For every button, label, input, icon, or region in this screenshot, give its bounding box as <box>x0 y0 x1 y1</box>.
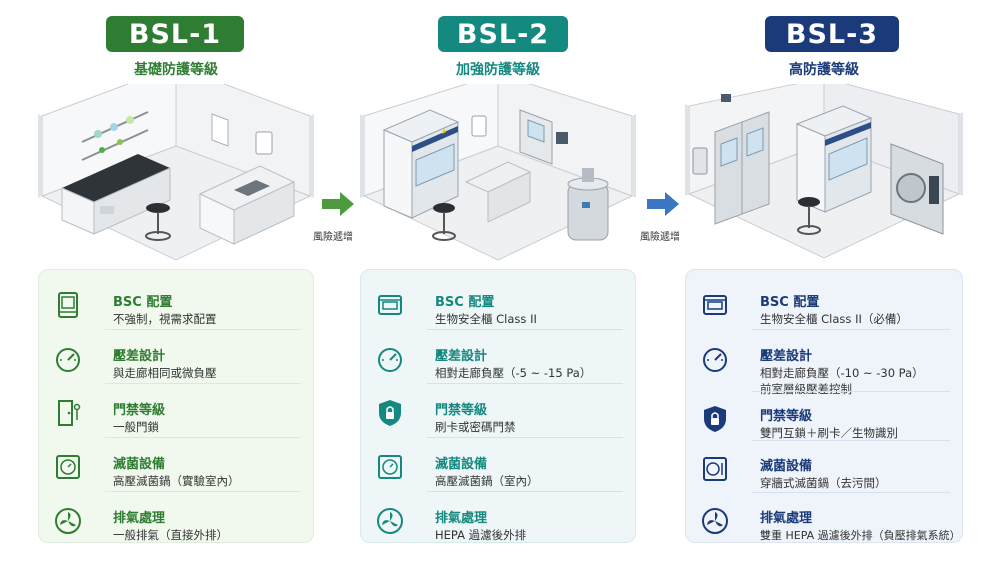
risk-increase-label-1: 風險遞增 <box>313 232 353 243</box>
pressure-gauge-icon <box>378 348 402 372</box>
row-title: 門禁等級 <box>113 403 166 418</box>
row-detail-2: 前室層級壓差控制 <box>760 382 852 396</box>
bsl2-row-access: 門禁等級 刷卡或密碼門禁 <box>361 386 635 439</box>
exhaust-fan-icon <box>702 508 728 534</box>
biosafety-cabinet-icon <box>58 292 78 318</box>
row-detail: 生物安全櫃 Class II <box>435 312 537 326</box>
row-detail: 與走廊相同或微負壓 <box>113 366 217 380</box>
bsl3-lab-illustration <box>685 84 963 259</box>
row-detail: 雙門互鎖＋刷卡／生物識別 <box>760 426 898 440</box>
row-title: 排氣處理 <box>113 511 166 526</box>
row-detail: 雙重 HEPA 過濾後外排（負壓排氣系統） <box>760 529 961 542</box>
bsl1-row-exhaust: 排氣處理 一般排氣（直接外排） <box>39 494 313 547</box>
bsl3-badge: BSL-3 <box>765 16 899 52</box>
row-detail: 相對走廊負壓（-10 ~ -30 Pa） <box>760 366 924 380</box>
autoclave-icon <box>56 455 80 479</box>
row-detail: 生物安全櫃 Class II（必備） <box>760 312 908 326</box>
bsl2-row-sterilization: 滅菌設備 高壓滅菌鍋（室內） <box>361 440 635 493</box>
divider <box>427 383 623 384</box>
bsl2-badge: BSL-2 <box>438 16 568 52</box>
pass-through-autoclave-icon <box>703 457 727 481</box>
divider <box>427 329 623 330</box>
shield-lock-icon <box>704 406 726 432</box>
bsl3-row-bsc: BSC 配置 生物安全櫃 Class II（必備） <box>686 278 962 331</box>
pressure-gauge-icon <box>56 348 80 372</box>
divider <box>752 329 950 330</box>
row-title: 門禁等級 <box>760 409 813 424</box>
divider <box>752 440 950 441</box>
bsl1-subtitle: 基礎防護等級 <box>134 62 218 78</box>
pressure-gauge-icon <box>703 348 727 372</box>
divider <box>105 383 301 384</box>
risk-increase-arrow-2 <box>647 192 679 216</box>
bsl3-subtitle: 高防護等級 <box>789 62 859 78</box>
bsl3-row-sterilization: 滅菌設備 穿牆式滅菌鍋（去污間） <box>686 442 962 495</box>
bsl2-feature-panel: BSC 配置 生物安全櫃 Class II 壓差設計 相對走廊負壓（-5 ~ -… <box>360 269 636 543</box>
bsl1-row-pressure: 壓差設計 與走廊相同或微負壓 <box>39 332 313 385</box>
biosafety-cabinet-icon <box>703 295 727 315</box>
row-detail: 刷卡或密碼門禁 <box>435 420 516 434</box>
door-key-icon <box>58 400 81 426</box>
bsl2-row-bsc: BSC 配置 生物安全櫃 Class II <box>361 278 635 331</box>
divider <box>427 437 623 438</box>
row-title: BSC 配置 <box>435 295 495 310</box>
bsl2-row-pressure: 壓差設計 相對走廊負壓（-5 ~ -15 Pa） <box>361 332 635 385</box>
exhaust-fan-icon <box>55 508 81 534</box>
bsl3-row-access: 門禁等級 雙門互鎖＋刷卡／生物識別 <box>686 392 962 445</box>
divider <box>752 492 950 493</box>
bsl1-lab-illustration <box>38 84 314 261</box>
bsl3-feature-panel: BSC 配置 生物安全櫃 Class II（必備） 壓差設計 相對走廊負壓（-1… <box>685 269 963 543</box>
risk-increase-arrow-1 <box>322 192 354 216</box>
bsl1-badge: BSL-1 <box>106 16 244 52</box>
exhaust-fan-icon <box>377 508 403 534</box>
row-title: 滅菌設備 <box>760 459 813 474</box>
bsl3-row-pressure: 壓差設計 相對走廊負壓（-10 ~ -30 Pa） 前室層級壓差控制 <box>686 332 962 396</box>
bsl3-row-exhaust: 排氣處理 雙重 HEPA 過濾後外排（負壓排氣系統） <box>686 494 962 547</box>
bsl1-row-bsc: BSC 配置 不強制，視需求配置 <box>39 278 313 331</box>
divider <box>752 391 950 392</box>
bsl1-row-access: 門禁等級 一般門鎖 <box>39 386 313 439</box>
row-title: 壓差設計 <box>760 349 813 364</box>
divider <box>105 437 301 438</box>
row-title: 壓差設計 <box>113 349 166 364</box>
row-detail: 高壓滅菌鍋（實驗室內） <box>113 474 240 488</box>
bsl2-lab-illustration <box>360 84 636 261</box>
row-title: BSC 配置 <box>113 295 173 310</box>
bsl1-feature-panel: BSC 配置 不強制，視需求配置 壓差設計 與走廊相同或微負壓 門禁等級 <box>38 269 314 543</box>
row-title: 排氣處理 <box>435 511 488 526</box>
divider <box>105 491 301 492</box>
row-detail: 穿牆式滅菌鍋（去污間） <box>760 476 887 490</box>
row-detail: 一般門鎖 <box>113 420 159 434</box>
shield-lock-icon <box>379 400 401 426</box>
divider <box>105 329 301 330</box>
row-title: 門禁等級 <box>435 403 488 418</box>
bsl1-row-sterilization: 滅菌設備 高壓滅菌鍋（實驗室內） <box>39 440 313 493</box>
autoclave-icon <box>378 455 402 479</box>
row-title: 滅菌設備 <box>113 457 166 472</box>
row-title: 滅菌設備 <box>435 457 488 472</box>
biosafety-cabinet-icon <box>378 295 402 315</box>
row-detail: 一般排氣（直接外排） <box>113 528 228 542</box>
row-detail: 不強制，視需求配置 <box>113 312 217 326</box>
row-title: 排氣處理 <box>760 511 813 526</box>
row-detail: 相對走廊負壓（-5 ~ -15 Pa） <box>435 366 592 380</box>
bsl2-subtitle: 加強防護等級 <box>456 62 540 78</box>
bsl2-row-exhaust: 排氣處理 HEPA 過濾後外排 <box>361 494 635 547</box>
row-detail: 高壓滅菌鍋（室內） <box>435 474 539 488</box>
risk-increase-label-2: 風險遞增 <box>640 232 680 243</box>
divider <box>427 491 623 492</box>
row-title: 壓差設計 <box>435 349 488 364</box>
row-detail: HEPA 過濾後外排 <box>435 528 527 542</box>
row-title: BSC 配置 <box>760 295 820 310</box>
